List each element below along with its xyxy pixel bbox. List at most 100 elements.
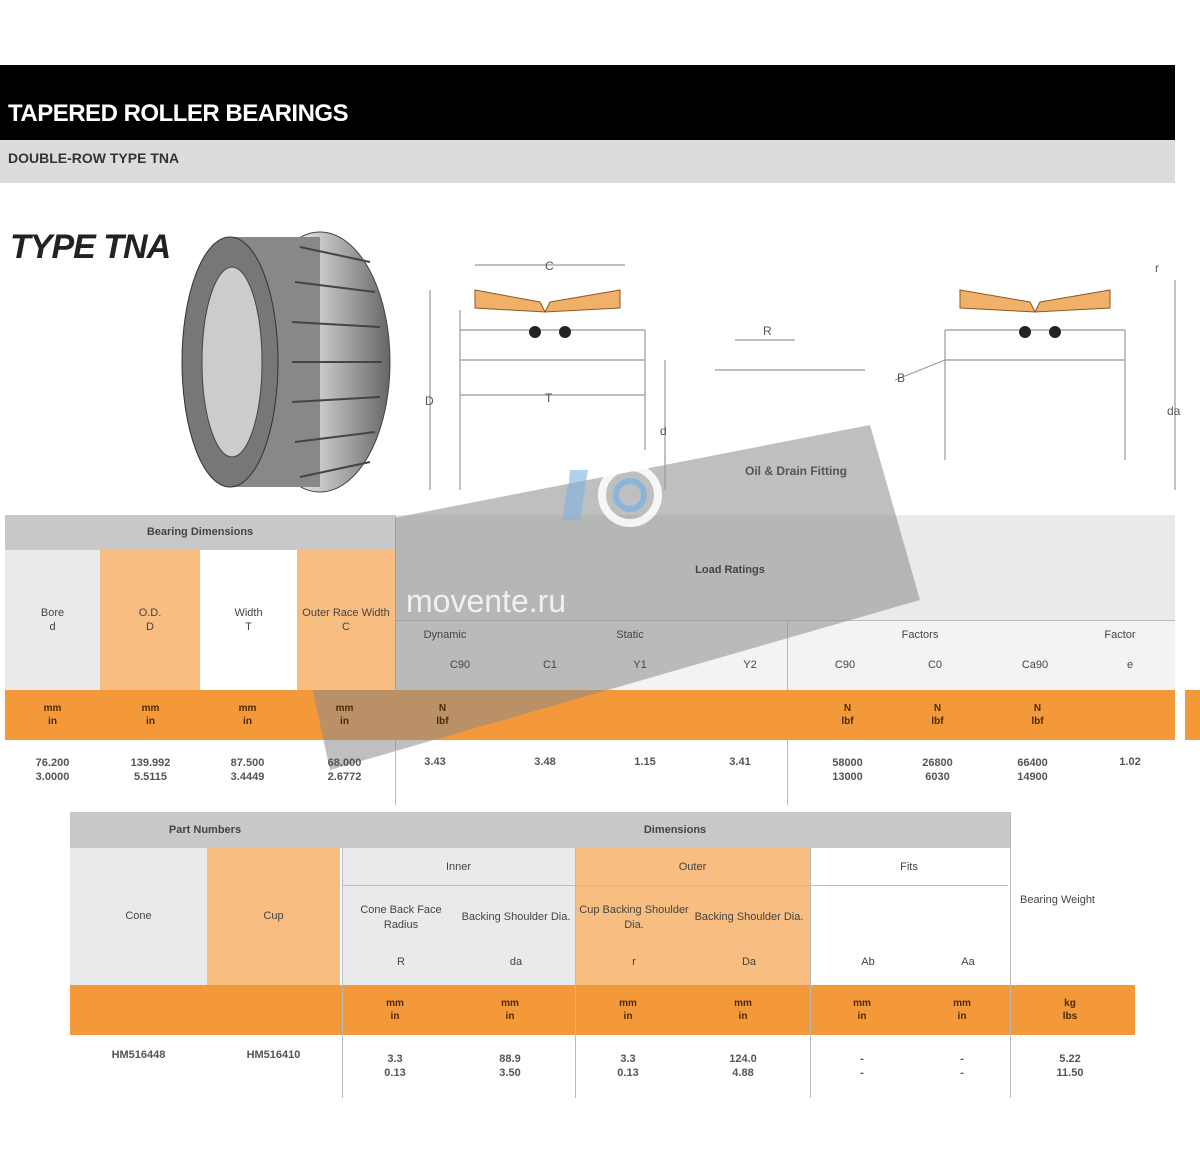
t2-dim-header: Dimensions [643, 823, 707, 836]
cross-section-diagrams: C T D d R B r da Oil & Drain Fitting [425, 259, 1181, 490]
t1-group-header: Bearing Dimensions [5, 515, 395, 550]
bearing-image [181, 231, 391, 493]
watermark-logo-shape [562, 470, 588, 520]
t2-subcol-label: Cup Backing Shoulder Dia. [579, 904, 689, 931]
dim-label-c: C [545, 259, 554, 273]
header-bar [0, 65, 1175, 140]
t2-cup-value: HM516410 [246, 1048, 301, 1061]
t2-col-cone: Cone [70, 848, 207, 985]
t2-cone-value: HM516448 [111, 1048, 166, 1061]
dim-label-b: B [897, 371, 905, 385]
t2-sub-outer: Outer [678, 861, 707, 874]
t2-outer-bg [575, 848, 810, 985]
t1-group-factors: Factors [901, 628, 939, 641]
t1-cell-v2: 3.48 [534, 755, 556, 768]
dim-label-d: D [425, 394, 434, 408]
dim-label-t: T [545, 391, 553, 405]
t1-symbol: C1 [542, 658, 558, 671]
t1-cell-v1: 3.43 [424, 755, 446, 768]
t2-subcol-symbol: da [509, 956, 523, 969]
t2-divider [810, 848, 811, 1098]
t1-units-row-edge [1185, 690, 1200, 740]
t1-col-od: O.D.D [100, 550, 200, 690]
t2-subcol-label: Backing Shoulder Dia. [461, 911, 571, 924]
t2-subcol-symbol: Aa [961, 956, 975, 969]
t1-group-dynamic: Dynamic [423, 628, 467, 641]
t2-subcol-symbol: Da [741, 956, 757, 969]
t1-symbol: e [1126, 658, 1134, 671]
t2-divider [575, 848, 576, 1098]
dim-label-small-r: r [1155, 261, 1159, 275]
t2-header-bg [70, 812, 1010, 848]
t1-cell-v8: 1.02 [1119, 755, 1141, 768]
t2-divider [1010, 812, 1011, 1098]
t2-group-header: Part Numbers [168, 823, 242, 836]
watermark-url: movente.ru [406, 583, 566, 619]
t1-symbol: C90 [834, 658, 856, 671]
t1-symbol: Y2 [743, 658, 757, 671]
dim-label-da: da [1167, 404, 1181, 418]
t1-load-header: Load Ratings [695, 563, 765, 576]
t2-subcol-symbol: Ab [861, 956, 875, 969]
t2-units-row [70, 985, 1135, 1035]
t1-cell-v3: 1.15 [634, 755, 656, 768]
dim-label-r: R [763, 324, 772, 338]
watermark: BEHT movente.ru [280, 425, 920, 770]
t2-sub-fits: Fits [900, 861, 918, 874]
t2-col-weight: Bearing Weight [1019, 893, 1095, 906]
t2-subcol-symbol: R [397, 956, 405, 969]
t2-subcol-label [812, 895, 924, 940]
t2-subcol-symbol: r [632, 956, 636, 969]
t2-divider [342, 848, 343, 1098]
t1-symbol: Y1 [633, 658, 647, 671]
t2-subcol-label: Cone Back Face Radius [360, 904, 442, 931]
t2-cell: -- [960, 1052, 964, 1079]
subtitle-band [0, 140, 1175, 183]
t2-subcol-label: Backing Shoulder Dia. [694, 911, 804, 924]
t1-group-static: Static [616, 628, 644, 641]
type-label: TYPE TNA [10, 228, 171, 266]
t1-symbol: Ca90 [1021, 658, 1049, 671]
t2-sub-inner: Inner [445, 861, 472, 874]
t1-symbol: C0 [927, 658, 943, 671]
dim-label-small-d: d [660, 424, 667, 438]
t1-group-factor: Factor [1104, 628, 1136, 641]
t2-divider [342, 885, 1008, 886]
page-title: TAPERED ROLLER BEARINGS [8, 100, 349, 127]
t1-symbol: C90 [449, 658, 471, 671]
t2-cell: -- [860, 1052, 864, 1079]
page-subtitle: DOUBLE-ROW TYPE TNA [8, 150, 180, 166]
t1-units-row [5, 690, 1175, 740]
oil-fitting-note: Oil & Drain Fitting [745, 464, 847, 478]
